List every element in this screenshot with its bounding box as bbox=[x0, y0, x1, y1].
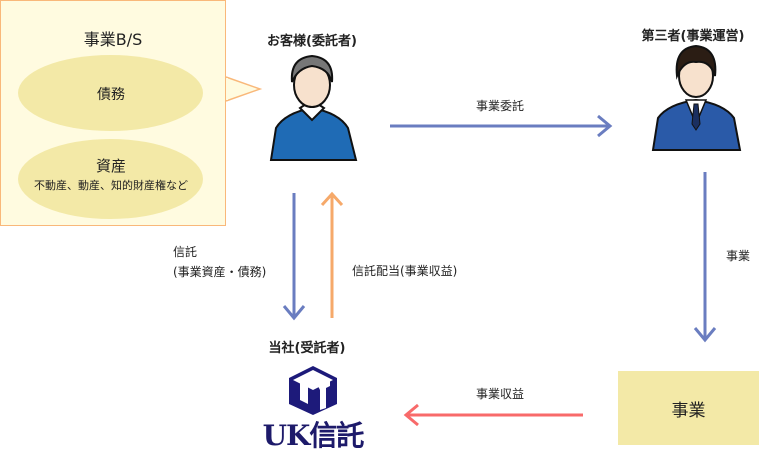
bs-title: 事業B/S bbox=[83, 30, 143, 49]
trust-label: 信託 (事業資産・債務) bbox=[173, 242, 266, 282]
speech-pointer bbox=[225, 76, 263, 102]
asset-label: 資産 bbox=[95, 157, 127, 175]
business-label: 事業 bbox=[671, 400, 706, 421]
liability-label: 債務 bbox=[97, 87, 125, 103]
third-party-person-icon bbox=[651, 44, 742, 151]
client-person-icon bbox=[269, 54, 358, 161]
business-down-arrow bbox=[693, 172, 717, 343]
dividend-label: 信託配当(事業収益) bbox=[352, 264, 458, 278]
consignment-label: 事業委託 bbox=[475, 99, 525, 113]
third-party-label: 第三者(事業運営) bbox=[641, 29, 745, 44]
trust-label-line2: (事業資産・債務) bbox=[173, 265, 267, 279]
business-box: 事業 bbox=[618, 371, 759, 445]
client-label: お客様(委託者) bbox=[267, 34, 357, 49]
uk-trust-logo-icon bbox=[289, 366, 337, 415]
trustee-label: 当社(受託者) bbox=[268, 341, 346, 356]
business-down-label: 事業 bbox=[725, 249, 751, 263]
trust-down-arrow bbox=[282, 193, 306, 321]
revenue-arrow bbox=[403, 403, 583, 427]
asset-ellipse bbox=[18, 139, 203, 219]
asset-examples: 不動産、動産、知的財産権など bbox=[34, 179, 188, 192]
logo-text: UK信託 bbox=[262, 419, 365, 450]
liability-ellipse bbox=[18, 55, 203, 131]
trust-label-line1: 信託 bbox=[173, 245, 198, 259]
revenue-label: 事業収益 bbox=[475, 387, 525, 401]
dividend-up-arrow bbox=[320, 191, 344, 318]
consignment-arrow bbox=[390, 114, 613, 138]
